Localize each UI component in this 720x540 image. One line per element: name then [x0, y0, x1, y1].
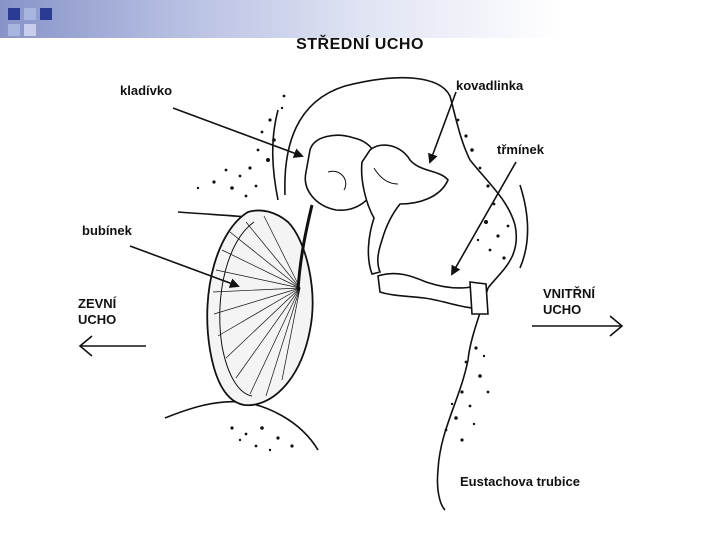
- label-eustachova: Eustachova trubice: [460, 474, 580, 489]
- label-vnitrni: VNITŘNÍ UCHO: [543, 286, 595, 318]
- stapes-drawing: [377, 272, 489, 315]
- label-vnitrni-line2: UCHO: [543, 302, 582, 317]
- header-square-dark-2: [40, 8, 52, 20]
- arrow-right-icon: [532, 315, 624, 337]
- bone-stipple-texture: [196, 94, 510, 452]
- slide-title: STŘEDNÍ UCHO: [296, 36, 424, 53]
- kladivko-pointer: [172, 107, 304, 158]
- label-bubinek: bubínek: [82, 223, 132, 238]
- label-vnitrni-line1: VNITŘNÍ: [543, 286, 595, 301]
- eardrum-drawing: [206, 209, 314, 407]
- label-zevni-line1: ZEVNÍ: [78, 296, 117, 311]
- arrow-left-icon: [78, 335, 146, 357]
- triminek-pointer: [451, 161, 517, 276]
- kovadlinka-pointer: [428, 91, 457, 164]
- pointer-arrows: [129, 91, 517, 288]
- direction-arrows: [78, 315, 624, 357]
- slide-header-band: [0, 0, 720, 38]
- incus-drawing: [360, 144, 449, 275]
- header-square-light-3: [24, 24, 36, 36]
- bubinek-pointer: [129, 245, 240, 288]
- header-square-dark-1: [8, 8, 20, 20]
- header-square-light-2: [8, 24, 20, 36]
- header-square-light-1: [24, 8, 36, 20]
- label-zevni-line2: UCHO: [78, 312, 117, 327]
- label-triminek: třmínek: [497, 142, 544, 157]
- label-zevni: ZEVNÍ UCHO: [78, 296, 116, 328]
- label-kladivko: kladívko: [120, 83, 173, 98]
- label-kovadlinka: kovadlinka: [456, 78, 524, 93]
